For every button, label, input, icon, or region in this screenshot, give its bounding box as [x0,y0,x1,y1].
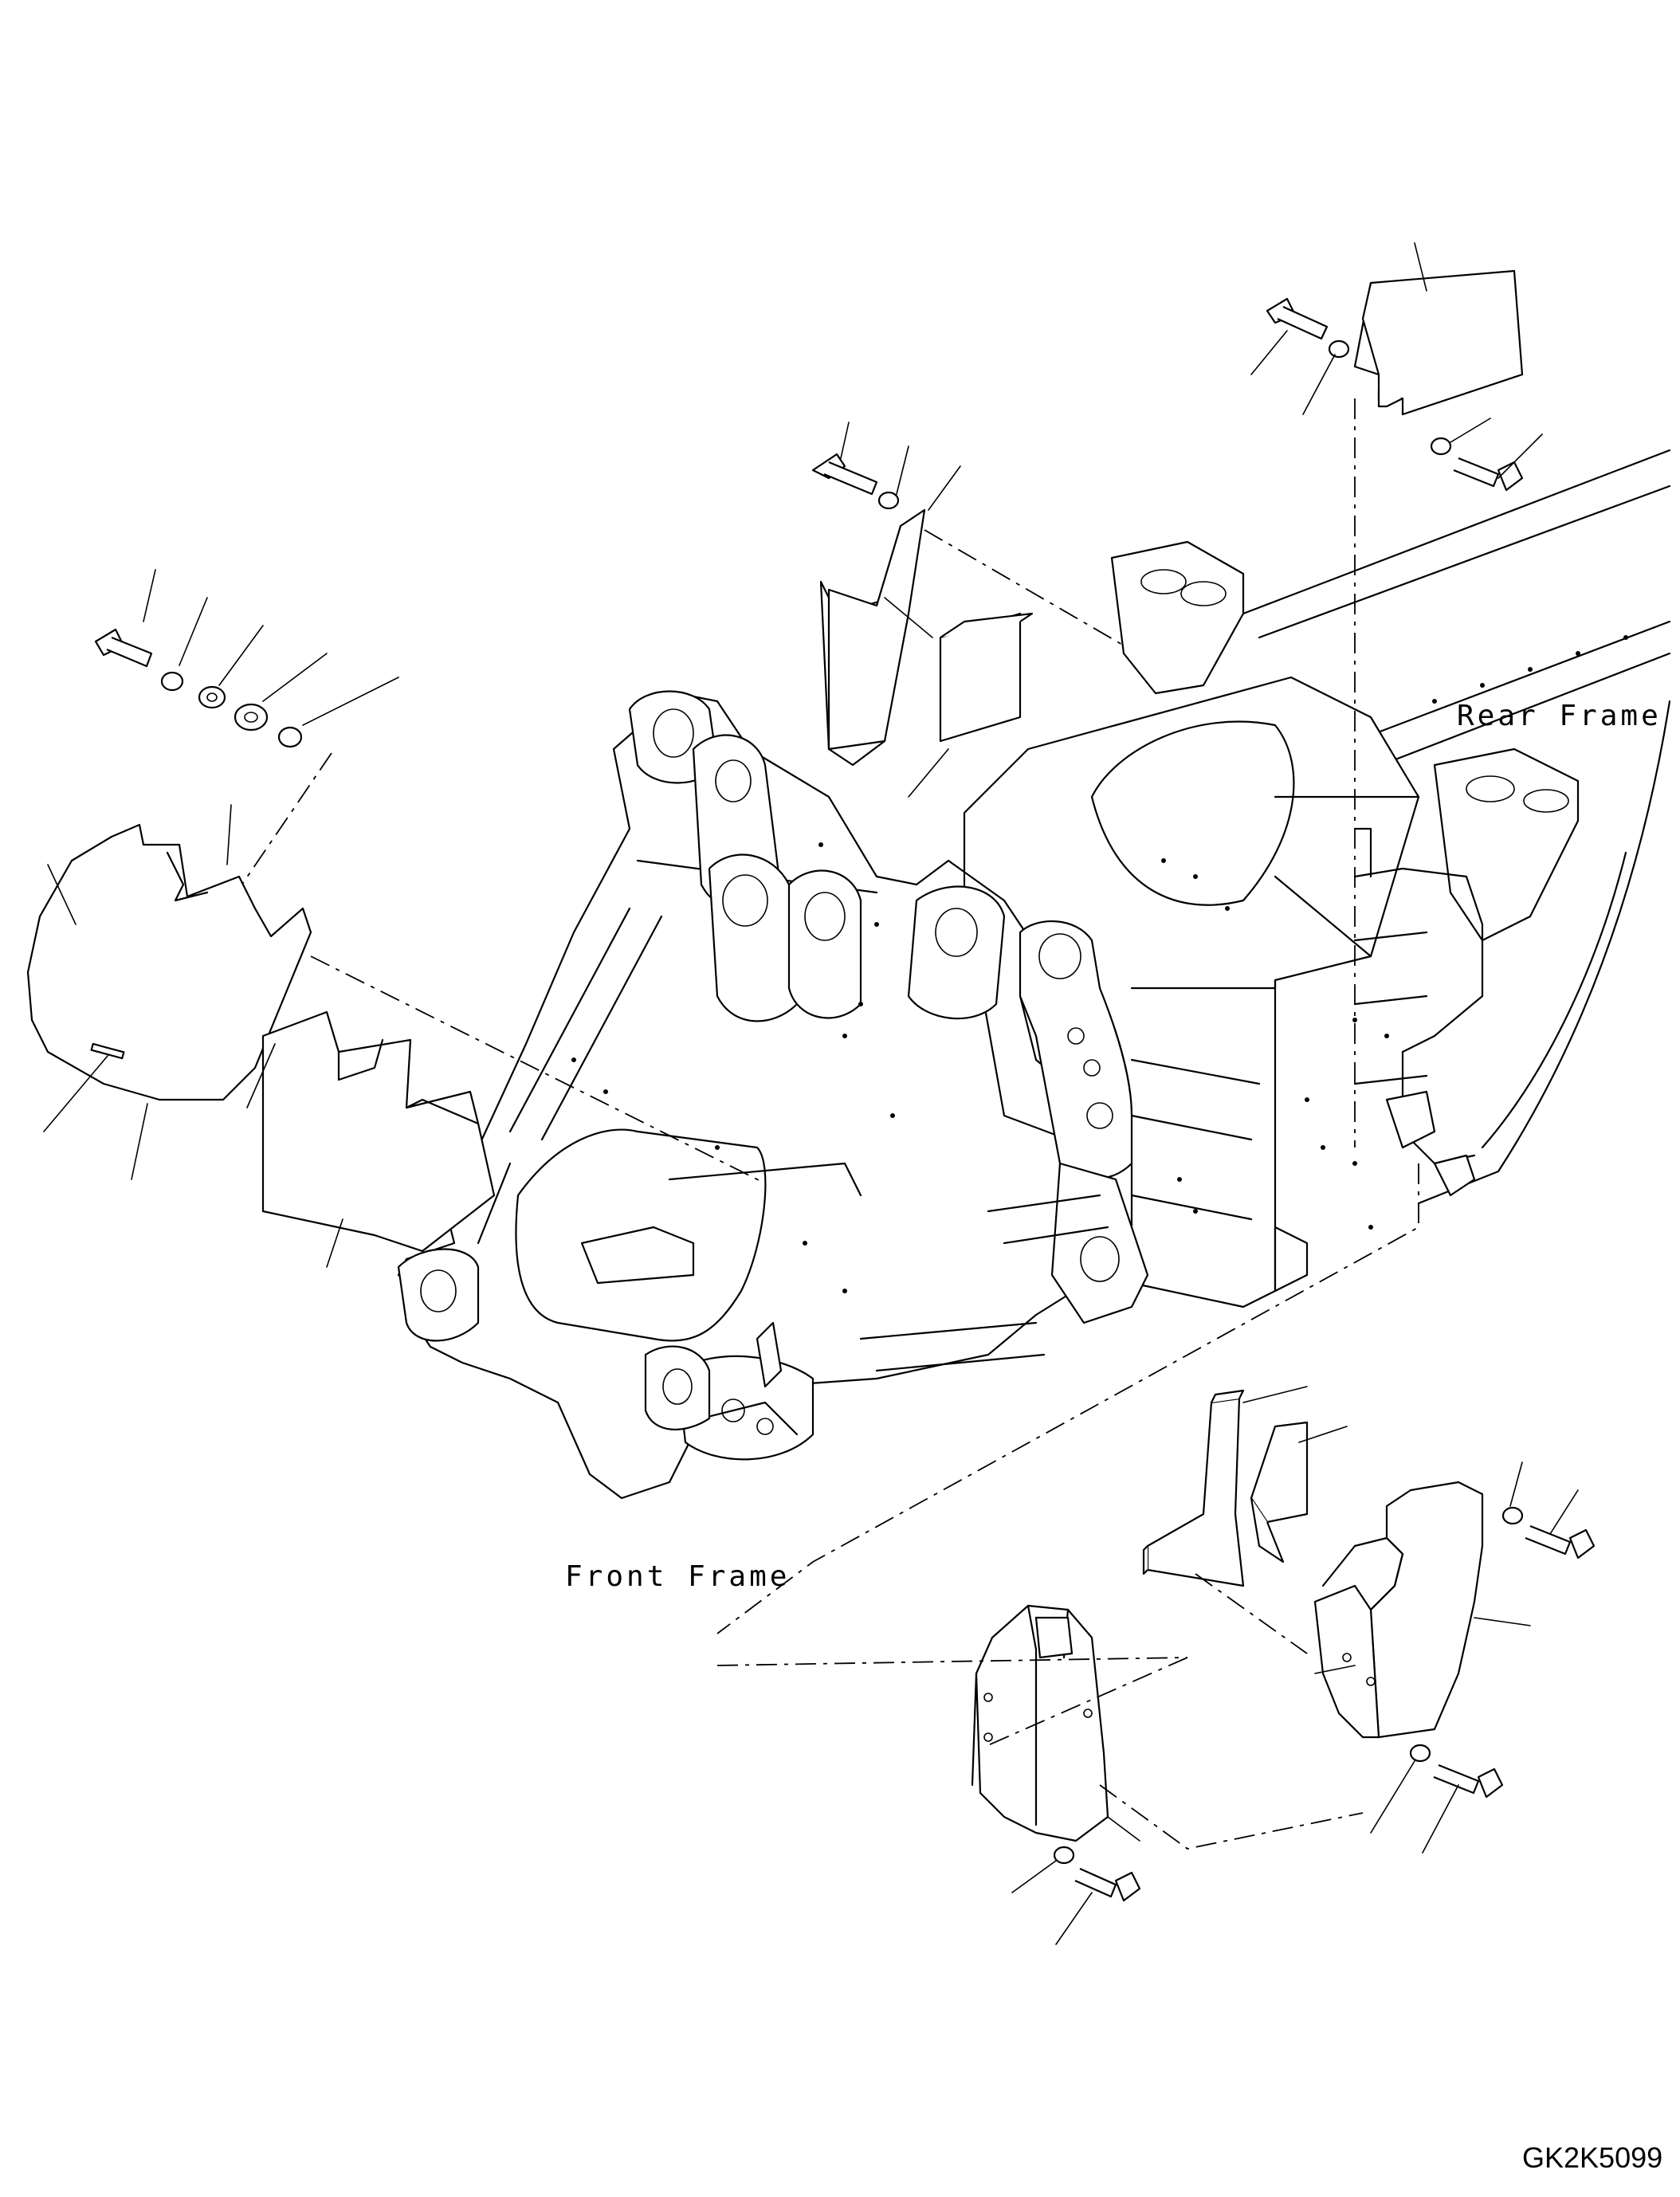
drawing-code-label: GK2K5099 [1522,2141,1662,2174]
wedge-pad-large [1146,1397,1245,1587]
washer-4 [160,671,184,692]
washer-3 [1430,437,1452,456]
left-shield-group [26,804,766,1268]
frame-rivet-dots [571,635,1628,1293]
washer-7 [277,726,303,748]
washer-9 [1409,1744,1431,1763]
left-fastener-stack [94,569,399,901]
lower-vertical-guard [975,1604,1109,1842]
lower-guard-group [716,1163,1596,1945]
bolt-2 [1266,297,1329,340]
bolt-1 [811,453,878,496]
bolt-3 [1453,457,1524,492]
front-frame-label: Front Frame [565,1560,790,1593]
upper-guard-plate-group [811,422,1125,798]
washer-8 [1501,1506,1524,1525]
upper-guard-plate-face [827,508,926,751]
bolt-5 [1525,1524,1596,1559]
washer-10 [1053,1846,1075,1865]
washer-1 [877,491,900,510]
bolt-4 [94,628,153,668]
wedge-pad-small [1250,1421,1309,1524]
main-frame-assembly [397,449,1671,1500]
washer-2 [1328,339,1350,359]
left-shield-pad [261,1010,496,1253]
left-shield-plate [26,823,312,1101]
bolt-6 [1433,1763,1504,1799]
rear-frame-label: Rear Frame [1457,700,1662,732]
bolt-7 [1074,1867,1141,1902]
upper-right-bracket-group [1250,242,1543,1148]
curved-guard-plate [1369,1481,1484,1739]
